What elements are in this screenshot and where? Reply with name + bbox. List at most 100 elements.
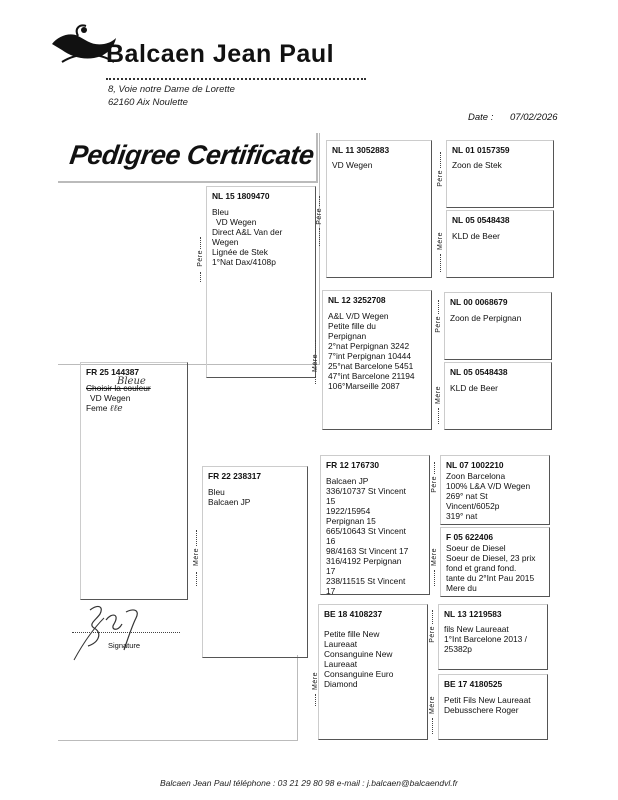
left-frame-bottom xyxy=(58,655,298,741)
subject-box: FR 25 144387 Bleue Choisir la couleur VD… xyxy=(80,362,188,600)
sd-sire-ring: NL 00 0068679 xyxy=(450,297,508,307)
dd-sire-line: fils New Laureaat xyxy=(444,624,509,634)
address-line-2: 62160 Aix Noulette xyxy=(108,97,188,108)
sire-dam-line: 2°nat Perpignan 3242 xyxy=(328,341,410,351)
sd-dam-line: KLD de Beer xyxy=(450,383,498,393)
sire-dam-ring: NL 12 3252708 xyxy=(328,295,386,305)
sire-dam-line: 25°nat Barcelone 5451 xyxy=(328,361,414,371)
ds-dam-ring: F 05 622406 xyxy=(446,532,494,542)
sd-dam-ring: NL 05 0548438 xyxy=(450,367,508,377)
ss-sire-ring: NL 01 0157359 xyxy=(452,145,510,155)
dam-sire-line: 316/4192 Perpignan 17 xyxy=(326,556,402,576)
dam-relation-label: Mère xyxy=(193,548,200,566)
breeder-name: Balcaen Jean Paul xyxy=(106,40,335,68)
sire-line: 1°Nat Dax/4108p xyxy=(212,257,276,267)
sire-line: VD Wegen xyxy=(216,217,257,227)
ds-sire-box: NL 07 1002210 Zoon Barcelona 100% L&A V/… xyxy=(440,455,550,525)
relation-dots xyxy=(200,237,201,249)
dam-box: FR 22 238317 Bleu Balcaen JP xyxy=(202,466,308,658)
relation-dots xyxy=(319,196,320,206)
relation-dots xyxy=(440,152,441,168)
dam-dam-line: Consanguine Euro Diamond xyxy=(324,669,394,689)
sire-sire-relation-label: Père xyxy=(316,208,323,225)
dd-dam-line: Debusschere Roger xyxy=(444,705,519,715)
subject-color-handwritten: Bleue xyxy=(117,376,146,387)
dam-line: Bleu xyxy=(208,487,225,497)
ds-sire-ring: NL 07 1002210 xyxy=(446,460,504,470)
dd-dam-line: Petit Fils New Laureaat xyxy=(444,695,531,705)
sire-sire-ring: NL 11 3052883 xyxy=(332,145,390,155)
dam-dam-box: BE 18 4108237 Petite fille New Laureaat … xyxy=(318,604,428,740)
ds-dam-line: Soeur de Diesel xyxy=(446,543,506,553)
signature-scribble-icon xyxy=(73,605,138,661)
sire-sire-line: VD Wegen xyxy=(332,160,373,170)
sd-dam-relation-label: Mère xyxy=(435,386,442,404)
ds-dam-line: tante du 2°Int Pau 2015 xyxy=(446,573,535,583)
dam-dam-line: Consanguine New Laureaat xyxy=(324,649,393,669)
dam-sire-line: 98/4163 St Vincent 17 xyxy=(326,546,409,556)
sire-line: Direct A&L Van der Wegen xyxy=(212,227,283,247)
date-label: Date : xyxy=(468,112,494,123)
ss-sire-box: NL 01 0157359 Zoon de Stek xyxy=(446,140,554,208)
title-frame xyxy=(58,133,318,183)
subject-sex: Feme ℓℓe xyxy=(86,403,123,414)
subject-line: VD Wegen xyxy=(90,393,131,403)
relation-dots xyxy=(315,694,316,706)
sire-dam-line: 106°Marseille 2087 xyxy=(328,381,400,391)
signature-label: Signature xyxy=(108,641,141,650)
relation-dots xyxy=(434,570,435,586)
relation-dots xyxy=(319,228,320,246)
ss-sire-relation-label: Père xyxy=(437,170,444,187)
subject-ring: FR 25 144387 xyxy=(86,367,140,377)
ss-sire-line: Zoon de Stek xyxy=(452,160,502,170)
sd-sire-line: Zoon de Perpignan xyxy=(450,313,522,323)
dam-sire-line: Balcaen JP xyxy=(326,476,369,486)
dd-sire-box: NL 13 1219583 fils New Laureaat 1°Int Ba… xyxy=(438,604,548,670)
sire-line: Bleu xyxy=(212,207,229,217)
name-underline xyxy=(106,78,366,80)
relation-dots xyxy=(200,272,201,282)
ss-dam-ring: NL 05 0548438 xyxy=(452,215,510,225)
ds-sire-relation-label: Père xyxy=(431,476,438,493)
relation-dots xyxy=(434,462,435,474)
sire-box: NL 15 1809470 Bleu VD Wegen Direct A&L V… xyxy=(206,186,316,378)
ds-dam-relation-label: Mère xyxy=(431,548,438,566)
relation-dots xyxy=(196,530,197,546)
sd-dam-box: NL 05 0548438 KLD de Beer xyxy=(444,362,552,430)
address-line-1: 8, Voie notre Dame de Lorette xyxy=(108,84,235,95)
dam-sire-ring: FR 12 176730 xyxy=(326,460,380,470)
dd-sire-relation-label: Père xyxy=(429,626,436,643)
dam-sire-line: 238/11515 St Vincent 17 xyxy=(326,576,406,596)
dam-sire-box: FR 12 176730 Balcaen JP 336/10737 St Vin… xyxy=(320,455,430,596)
date-value: 07/02/2026 xyxy=(510,112,558,123)
sire-dam-box: NL 12 3252708 A&L V/D Wegen Petite fille… xyxy=(322,290,432,430)
ds-dam-line: Soeur de Diesel, 23 prix fond et grand f… xyxy=(446,553,536,573)
ss-dam-box: NL 05 0548438 KLD de Beer xyxy=(446,210,554,278)
relation-dots xyxy=(315,340,316,352)
relation-dots xyxy=(315,376,316,384)
ds-dam-box: F 05 622406 Soeur de Diesel Soeur de Die… xyxy=(440,527,550,597)
ss-dam-line: KLD de Beer xyxy=(452,231,500,241)
dd-dam-ring: BE 17 4180525 xyxy=(444,679,503,689)
footer-contact: Balcaen Jean Paul téléphone : 03 21 29 8… xyxy=(160,778,458,788)
left-frame-top xyxy=(58,133,320,365)
sire-dam-line: 47°int Barcelone 21194 xyxy=(328,371,415,381)
relation-dots xyxy=(440,254,441,272)
subject-color-placeholder: Choisir la couleur xyxy=(86,383,151,393)
relation-dots xyxy=(438,300,439,314)
dd-sire-line: 1°Int Barcelone 2013 / 25382p xyxy=(444,634,527,654)
sire-dam-line: Petite fille du Perpignan xyxy=(328,321,376,341)
dd-sire-ring: NL 13 1219583 xyxy=(444,609,502,619)
pigeon-logo-icon xyxy=(52,24,116,63)
dd-dam-relation-label: Mère xyxy=(429,696,436,714)
ss-dam-relation-label: Mère xyxy=(437,232,444,250)
sd-sire-box: NL 00 0068679 Zoon de Perpignan xyxy=(444,292,552,360)
sd-sire-relation-label: Père xyxy=(435,316,442,333)
sire-dam-relation-label: Mère xyxy=(312,354,319,372)
sire-dam-line: A&L V/D Wegen xyxy=(328,311,389,321)
relation-dots xyxy=(196,572,197,586)
sire-relation-label: Père xyxy=(197,250,204,267)
dd-dam-box: BE 17 4180525 Petit Fils New Laureaat De… xyxy=(438,674,548,740)
sire-line: Lignée de Stek xyxy=(212,247,268,257)
ds-sire-line: Zoon Barcelona xyxy=(446,471,506,481)
